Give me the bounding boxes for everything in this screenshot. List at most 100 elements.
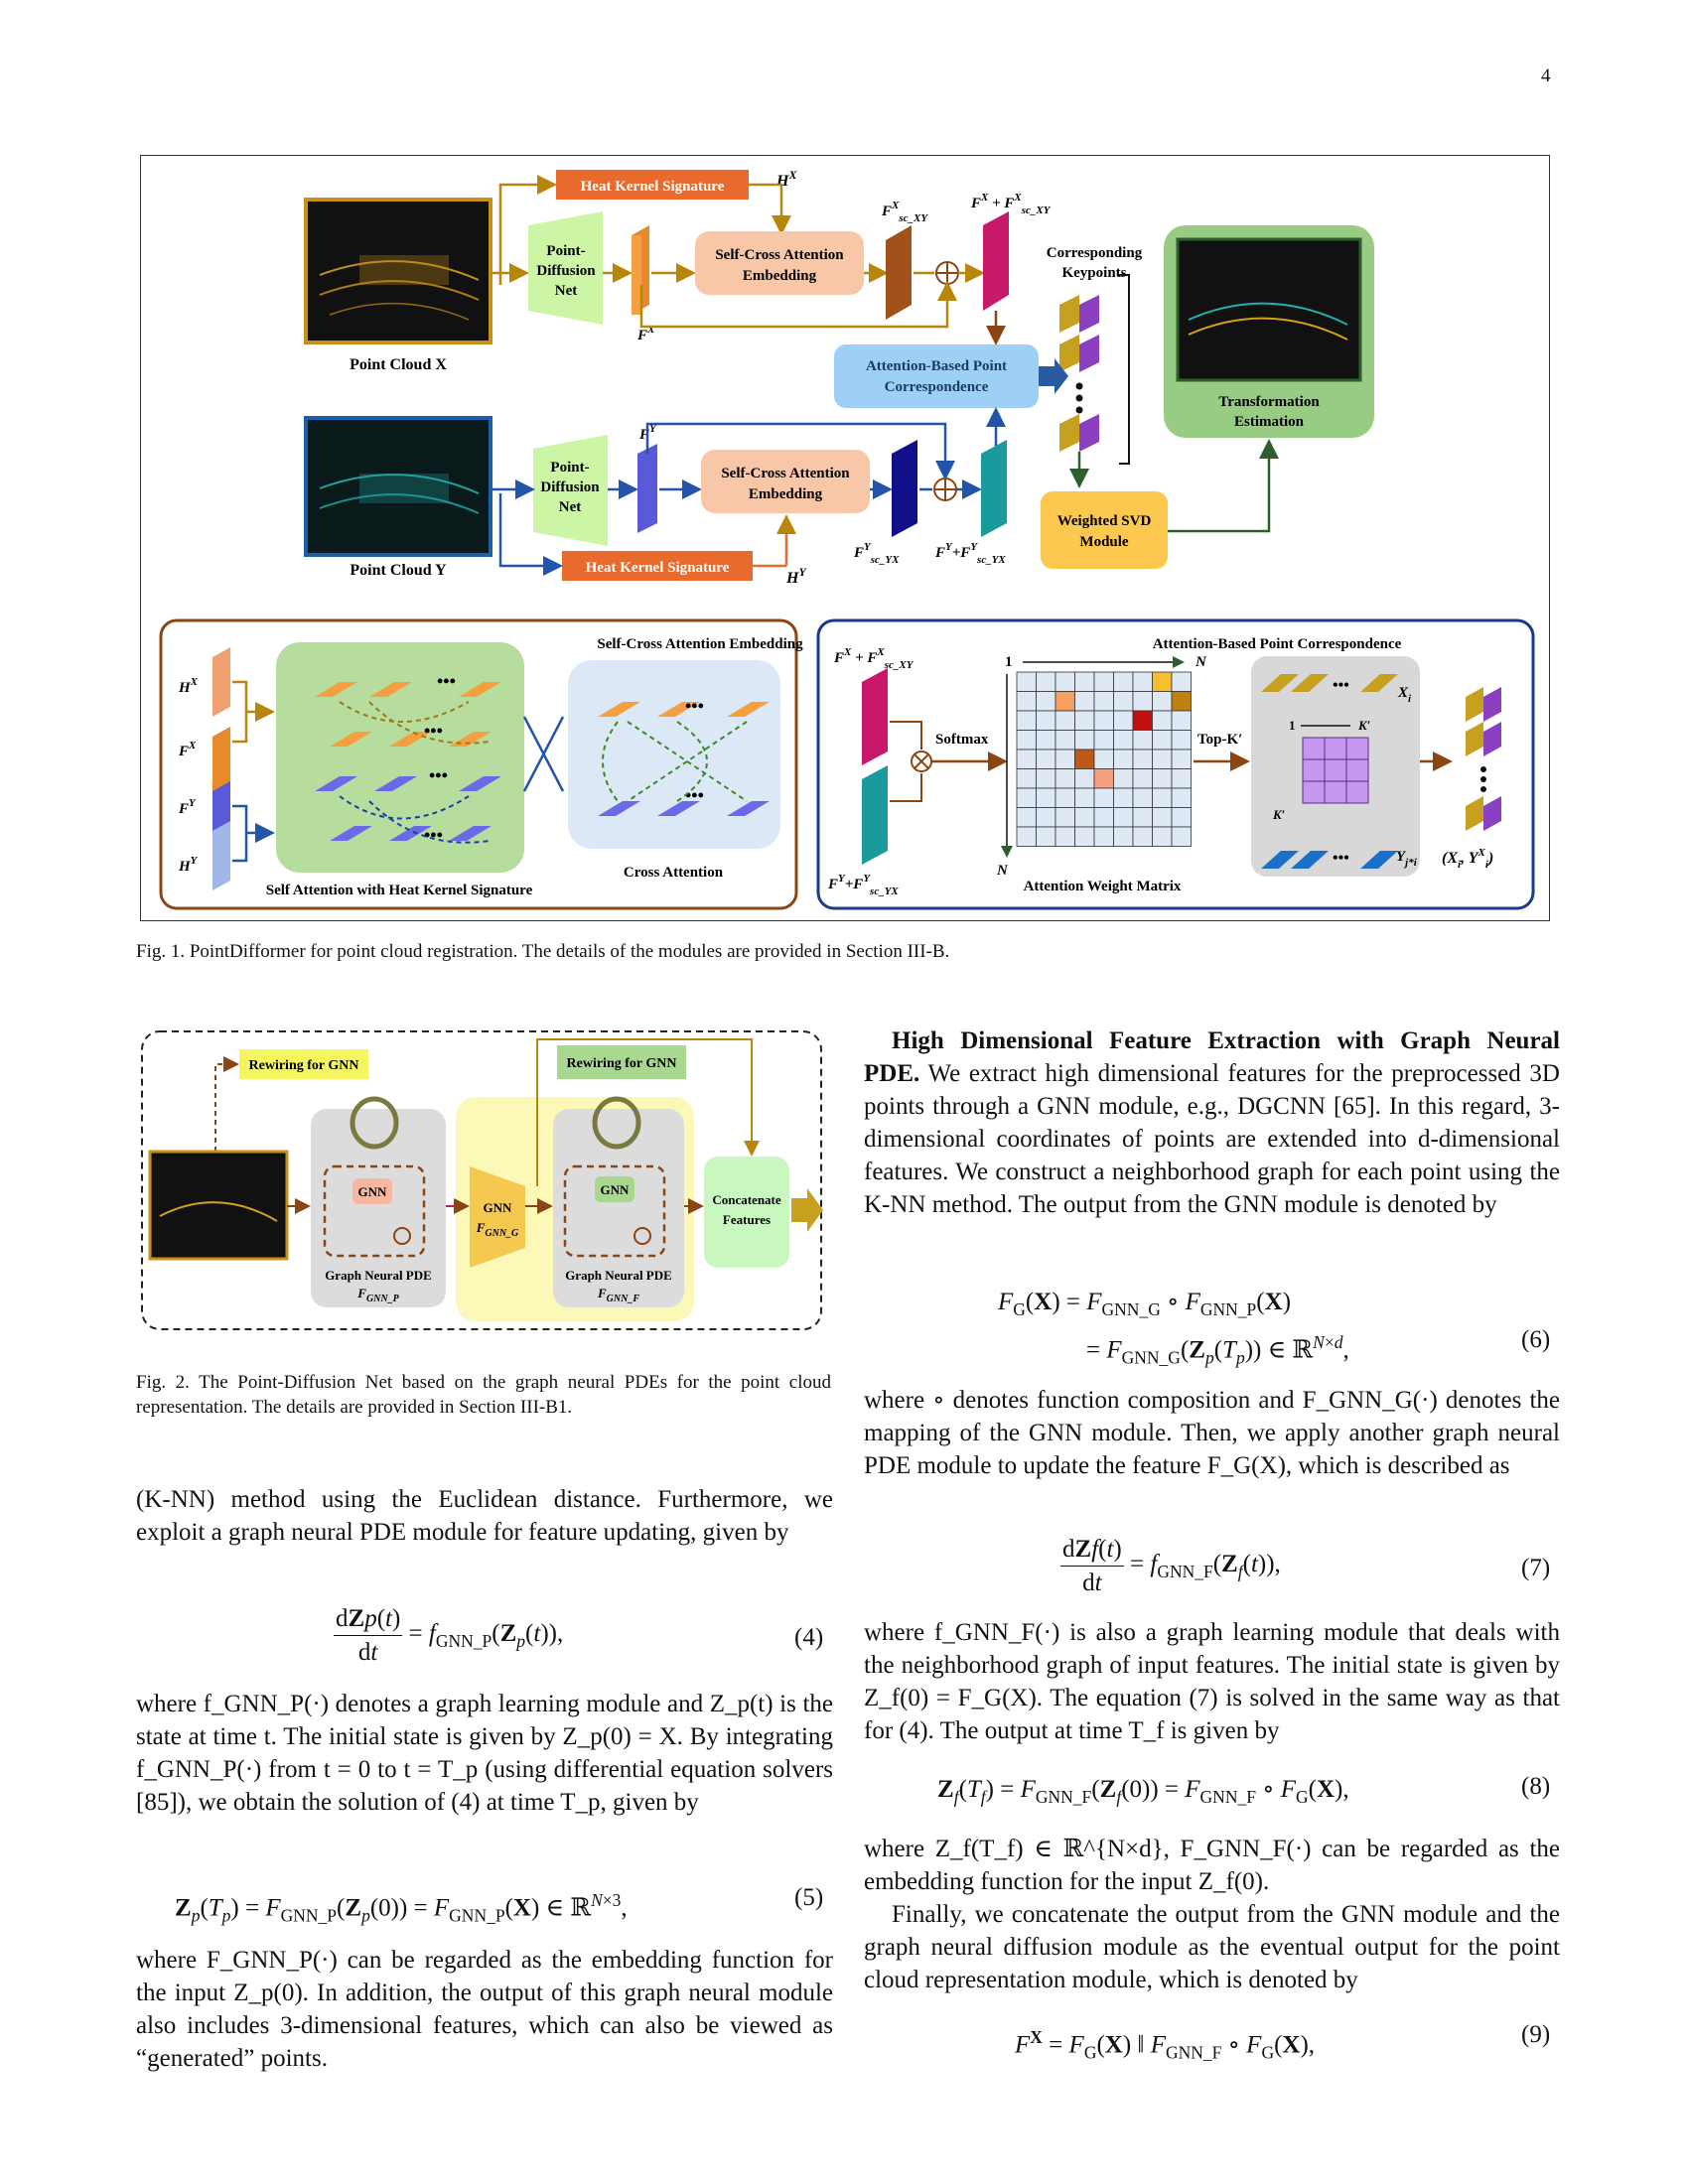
page-number: 4 bbox=[1541, 66, 1551, 86]
point-diffusion-net-y bbox=[533, 435, 608, 546]
matrix-cell bbox=[1093, 671, 1114, 692]
matrix-cell bbox=[1113, 768, 1134, 789]
left-column-p3: where F_GNN_P(·) can be regarded as the … bbox=[136, 1947, 833, 2072]
svg-text:GNN: GNN bbox=[601, 1182, 631, 1197]
figure-1-diagram: Point Cloud X Point Cloud Y Heat Kernel … bbox=[159, 168, 1535, 910]
matrix-cell bbox=[1074, 826, 1095, 847]
matrix-cell bbox=[1093, 730, 1114, 751]
attention-weight-matrix bbox=[1016, 671, 1192, 847]
matrix-cell bbox=[1074, 710, 1095, 731]
matrix-cell bbox=[1132, 787, 1153, 808]
equation-6: FG(X) = FGNN_G ∘ FGNN_P(X) bbox=[998, 1289, 1292, 1319]
right-column-p4: where Z_f(T_f) ∈ ℝ^{N×d}, F_GNN_F(·) can… bbox=[864, 1836, 1560, 1895]
matrix-cell bbox=[1171, 749, 1192, 769]
matrix-cell bbox=[1055, 671, 1075, 692]
matrix-cell bbox=[1132, 710, 1153, 731]
equation-8-number: (8) bbox=[1521, 1773, 1551, 1800]
svg-text:HY: HY bbox=[785, 565, 807, 587]
svg-text:Heat Kernel Signature: Heat Kernel Signature bbox=[581, 179, 725, 195]
matrix-cell bbox=[1113, 671, 1134, 692]
matrix-cell bbox=[1093, 807, 1114, 828]
matrix-cell bbox=[1036, 749, 1056, 769]
svg-text:Cross Attention: Cross Attention bbox=[624, 865, 724, 881]
svg-text:Embedding: Embedding bbox=[743, 268, 817, 284]
matrix-cell bbox=[1152, 787, 1173, 808]
matrix-cell bbox=[1152, 730, 1173, 751]
svg-text:Diffusion: Diffusion bbox=[536, 263, 596, 279]
left-column-p2: where f_GNN_P(·) denotes a graph learnin… bbox=[136, 1691, 833, 1816]
matrix-cell bbox=[1093, 710, 1114, 731]
matrix-cell bbox=[1074, 749, 1095, 769]
matrix-cell bbox=[1093, 826, 1114, 847]
matrix-cell bbox=[1171, 710, 1192, 731]
right-column-p1: High Dimensional Feature Extraction with… bbox=[864, 1027, 1560, 1218]
svg-text:Top-K′: Top-K′ bbox=[1197, 732, 1242, 748]
matrix-cell bbox=[1036, 768, 1056, 789]
matrix-cell bbox=[1055, 730, 1075, 751]
svg-text:Attention-Based Point: Attention-Based Point bbox=[866, 358, 1007, 374]
matrix-cell bbox=[1036, 730, 1056, 751]
equation-6-number: (6) bbox=[1521, 1326, 1551, 1353]
svg-text:•••: ••• bbox=[685, 696, 704, 716]
svg-text:•••: ••• bbox=[1333, 850, 1349, 867]
matrix-cell bbox=[1113, 826, 1134, 847]
point-cloud-x-label: Point Cloud X bbox=[350, 356, 447, 373]
svg-text:Graph Neural PDE: Graph Neural PDE bbox=[325, 1268, 432, 1283]
matrix-cell bbox=[1093, 768, 1114, 789]
svg-text:Diffusion: Diffusion bbox=[540, 479, 600, 495]
svg-text:K′: K′ bbox=[1357, 718, 1371, 733]
figure-2-caption: Fig. 2. The Point-Diffusion Net based on… bbox=[136, 1372, 831, 1418]
matrix-cell bbox=[1171, 671, 1192, 692]
svg-text:•••: ••• bbox=[429, 765, 448, 785]
matrix-cell bbox=[1016, 730, 1037, 751]
equation-7: dZf(t) dt = fGNN_F(Zf(t)), bbox=[1060, 1533, 1281, 1599]
matrix-cell bbox=[1036, 807, 1056, 828]
matrix-cell bbox=[1055, 787, 1075, 808]
matrix-cell bbox=[1113, 749, 1134, 769]
matrix-cell bbox=[1171, 787, 1192, 808]
svg-text:FX + FXsc_XY: FX + FXsc_XY bbox=[970, 192, 1052, 216]
right-column-p3: where f_GNN_F(·) is also a graph learnin… bbox=[864, 1619, 1560, 1744]
svg-text:Embedding: Embedding bbox=[749, 486, 823, 502]
matrix-cell bbox=[1093, 691, 1114, 712]
right-column-p5: Finally, we concatenate the output from … bbox=[864, 1901, 1560, 1993]
heat-kernel-signature-x bbox=[556, 170, 749, 200]
figure-2: Rewiring for GNN Rewiring for GNN Concat… bbox=[136, 1027, 827, 1335]
svg-text:Transformation: Transformation bbox=[1218, 394, 1320, 410]
matrix-cell bbox=[1132, 807, 1153, 828]
matrix-cell bbox=[1074, 807, 1095, 828]
svg-text:K′: K′ bbox=[1272, 807, 1286, 822]
svg-text:Attention-Based Point Corresp: Attention-Based Point Correspondence bbox=[1153, 636, 1402, 652]
svg-text:Heat Kernel Signature: Heat Kernel Signature bbox=[586, 560, 730, 576]
matrix-cell bbox=[1055, 749, 1075, 769]
matrix-cell bbox=[1171, 730, 1192, 751]
matrix-cell bbox=[1171, 768, 1192, 789]
svg-text:Softmax: Softmax bbox=[935, 732, 989, 748]
svg-text:Rewiring for GNN: Rewiring for GNN bbox=[249, 1058, 359, 1073]
svg-text:•••: ••• bbox=[437, 671, 456, 691]
matrix-cell bbox=[1016, 749, 1037, 769]
matrix-cell bbox=[1016, 710, 1037, 731]
matrix-cell bbox=[1055, 691, 1075, 712]
matrix-cell bbox=[1113, 691, 1134, 712]
matrix-cell bbox=[1132, 768, 1153, 789]
svg-text:FYsc_YX: FYsc_YX bbox=[853, 541, 900, 566]
svg-text:Point-: Point- bbox=[546, 243, 585, 259]
svg-text:Self-Cross Attention: Self-Cross Attention bbox=[715, 247, 844, 263]
svg-text:Keypoints: Keypoints bbox=[1061, 265, 1126, 281]
matrix-cell bbox=[1055, 768, 1075, 789]
svg-text:FY+FYsc_YX: FY+FYsc_YX bbox=[934, 541, 1006, 566]
matrix-cell bbox=[1152, 768, 1173, 789]
svg-text:Point-: Point- bbox=[550, 460, 589, 476]
weighted-svd-module bbox=[1041, 491, 1168, 569]
svg-text:GNN: GNN bbox=[484, 1200, 513, 1215]
svg-text:N: N bbox=[996, 863, 1009, 879]
equation-8: Zf(Tf) = FGNN_F(Zf(0)) = FGNN_F ∘ FG(X), bbox=[937, 1776, 1349, 1807]
matrix-cell bbox=[1074, 671, 1095, 692]
matrix-cell bbox=[1036, 691, 1056, 712]
matrix-cell bbox=[1132, 691, 1153, 712]
figure-2-diagram: Rewiring for GNN Rewiring for GNN Concat… bbox=[141, 1030, 823, 1330]
keypoint-stack bbox=[1059, 295, 1099, 452]
equation-5-number: (5) bbox=[794, 1884, 824, 1911]
point-cloud-y-label: Point Cloud Y bbox=[350, 562, 447, 579]
